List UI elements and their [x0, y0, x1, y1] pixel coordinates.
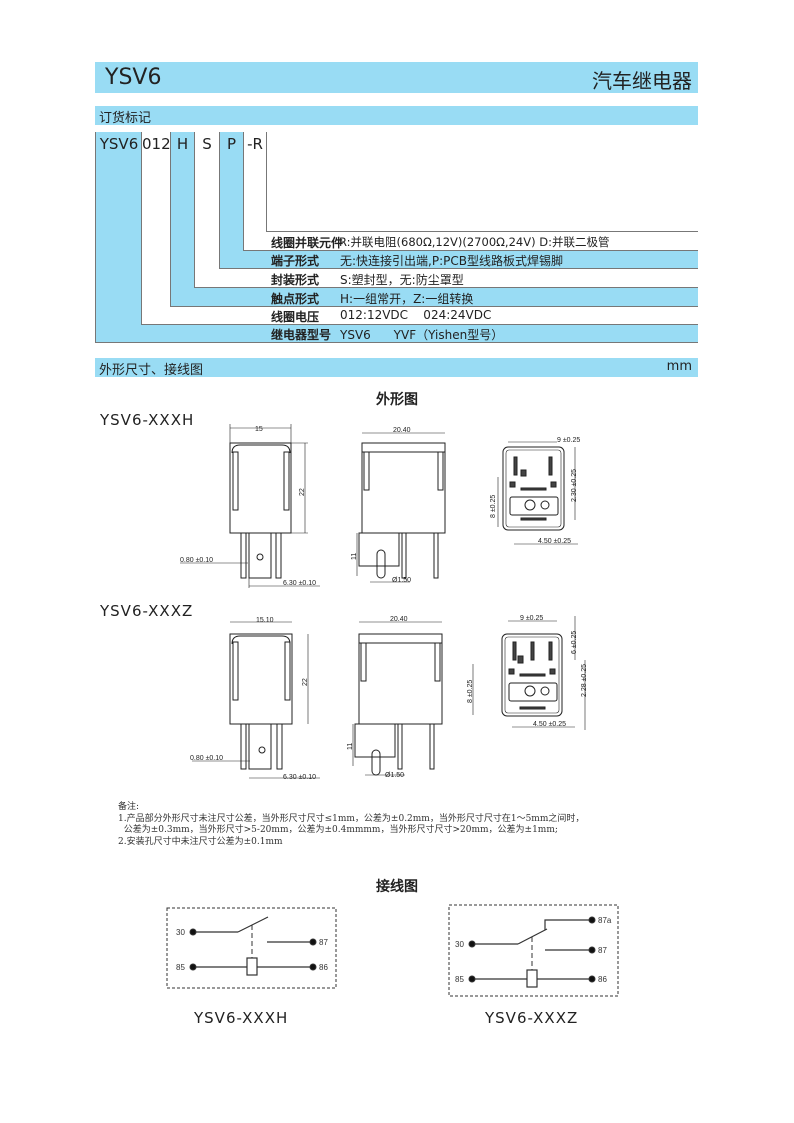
- h-height-dim: 22: [299, 488, 306, 496]
- notes-line-2: 公差为±0.3mm，当外形尺寸>5-20mm，公差为±0.4mmmm，当外形尺寸…: [118, 825, 558, 835]
- h-width-dim: 15: [255, 426, 263, 433]
- notes-line-3: 2.安装孔尺寸中未注尺寸公差为±0.1mm: [118, 836, 283, 847]
- z-pin-thickness-dim: 0.80 ±0.10: [190, 755, 223, 762]
- row-value-parallel: R:并联电阻(680Ω,12V)(2700Ω,24V) D:并联二极管: [339, 235, 610, 249]
- model-h-label: YSV6-XXXH: [100, 411, 195, 429]
- model-title: YSV6: [105, 65, 162, 90]
- ordering-section-bar: 订货标记: [95, 106, 698, 126]
- code-region-blank: [266, 132, 698, 232]
- z-pin-length-dim: 11: [347, 743, 354, 750]
- z-height-dim: 22: [302, 678, 309, 686]
- h-bottom-view: [497, 441, 578, 545]
- z-width-dim: 15.10: [256, 617, 274, 624]
- category-title: 汽车继电器: [592, 69, 692, 93]
- h-pin-width-dim: 6.30 ±0.10: [283, 580, 316, 587]
- z-pitch-d-dim: 4.50 ±0.25: [533, 721, 566, 728]
- notes-title: 备注:: [118, 802, 140, 812]
- z-pitch-b-dim: 2.28 ±0.25: [581, 664, 588, 697]
- code-terminal: P: [226, 135, 237, 153]
- pin-87-label: 87: [319, 938, 328, 947]
- z-pitch-e-dim: 6 ±0.25: [571, 631, 578, 654]
- row-label-contact: 触点形式: [271, 292, 320, 306]
- row-label-voltage: 线圈电压: [271, 310, 320, 324]
- row-label-terminal: 端子形式: [271, 254, 320, 268]
- row-value-terminal: 无:快连接引出端,P:PCB型线路板式焊锡脚: [340, 254, 563, 268]
- z-pin-width-dim: 6.30 ±0.10: [283, 774, 316, 781]
- code-contact: H: [176, 135, 189, 153]
- h-pitch-d-dim: 4.50 ±0.25: [538, 538, 571, 545]
- row-value-voltage: 012:12VDC 024:24VDC: [340, 308, 492, 322]
- h-pitch-c-dim: 8 ±0.25: [490, 495, 497, 518]
- pin-86-label: 86: [598, 975, 607, 984]
- pin-87a-label: 87a: [598, 916, 612, 925]
- code-parallel: -R: [247, 135, 263, 153]
- pin-86-label: 86: [319, 963, 328, 972]
- h-pin-length-dim: 11: [351, 553, 358, 560]
- row-value-package: S:塑封型，无:防尘罩型: [340, 273, 464, 287]
- row-value-contact: H:一组常开，Z:一组转换: [340, 292, 474, 306]
- z-front-view: [352, 621, 443, 776]
- z-side-view: [192, 621, 320, 779]
- wiring-caption-h: YSV6-XXXH: [194, 1009, 289, 1027]
- row-label-parallel: 线圈并联元件: [271, 236, 344, 250]
- z-pitch-c-dim: 8 ±0.25: [467, 680, 474, 703]
- wiring-title: 接线图: [376, 879, 418, 895]
- dimensions-section-bar: 外形尺寸、接线图 mm: [95, 358, 698, 378]
- h-pitch-a-dim: 9 ±0.25: [557, 437, 580, 444]
- z-pitch-a-dim: 9 ±0.25: [520, 615, 543, 622]
- notes-line-1: 1.产品部分外形尺寸未注尺寸公差，当外形尺寸尺寸≤1mm，公差为±0.2mm，当…: [118, 813, 585, 824]
- ordering-section-title: 订货标记: [99, 111, 152, 126]
- row-label-package: 封装形式: [271, 273, 320, 287]
- title-bar: YSV6 汽车继电器: [95, 62, 698, 93]
- outline-title: 外形图: [376, 392, 418, 408]
- pin-85-label: 85: [176, 963, 185, 972]
- code-package: S: [202, 135, 212, 153]
- h-front-view: [356, 432, 446, 583]
- z-hole-dim: Ø1.50: [385, 772, 404, 779]
- h-pin-thickness-dim: 0.80 ±0.10: [180, 557, 213, 564]
- pin-87-label: 87: [598, 946, 607, 955]
- outline-drawings: 15 22 0.80 ±0.10 6.30 ±0.10 20.40 11 Ø1.…: [180, 424, 588, 781]
- pin-30-label: 30: [455, 940, 464, 949]
- dimensions-section-title: 外形尺寸、接线图: [99, 363, 204, 378]
- wiring-diagrams: 30 87 85 86 87a 30 87 85 86: [166, 904, 619, 997]
- row-value-model: YSV6 YVF（Yishen型号）: [340, 328, 504, 342]
- wiring-diagram-z: 87a 30 87 85 86: [448, 904, 619, 997]
- pin-30-label: 30: [176, 928, 185, 937]
- wiring-caption-z: YSV6-XXXZ: [485, 1009, 579, 1027]
- h-pitch-b-dim: 2.30 ±0.25: [571, 469, 578, 502]
- unit-label: mm: [666, 359, 692, 374]
- pin-85-label: 85: [455, 975, 464, 984]
- h-side-view: [180, 424, 320, 588]
- z-depth-dim: 20.40: [390, 616, 408, 623]
- h-depth-dim: 20.40: [393, 427, 411, 434]
- wiring-diagram-h: 30 87 85 86: [166, 907, 337, 989]
- model-z-label: YSV6-XXXZ: [100, 602, 194, 620]
- z-bottom-view: [472, 616, 586, 730]
- code-model: YSV6: [99, 135, 139, 153]
- row-label-model: 继电器型号: [271, 328, 332, 342]
- code-voltage: 012: [142, 135, 171, 153]
- notes: 备注:1.产品部分外形尺寸未注尺寸公差，当外形尺寸尺寸≤1mm，公差为±0.2m…: [118, 802, 584, 848]
- h-hole-dim: Ø1.50: [392, 577, 411, 584]
